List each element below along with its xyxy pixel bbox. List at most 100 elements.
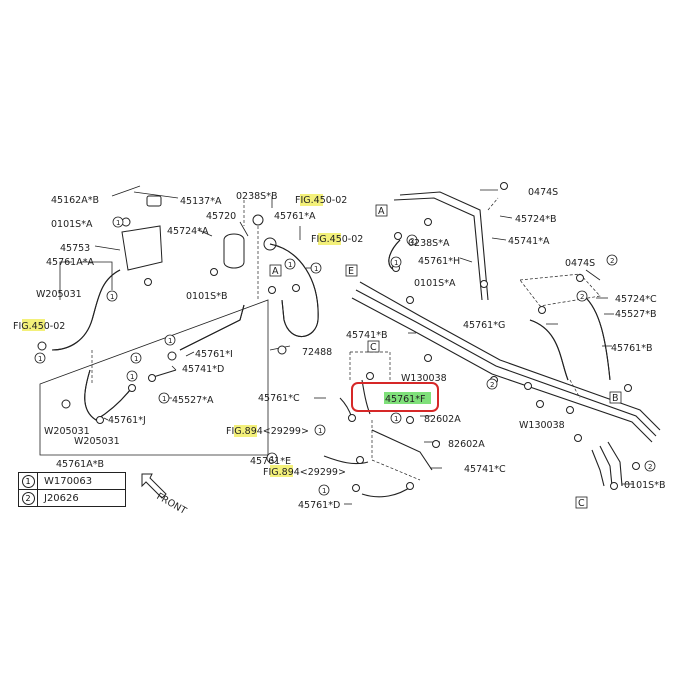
callout-num: 1: [270, 455, 274, 463]
hose-45761-d: [361, 485, 413, 498]
label-45527-b: 45527*B: [615, 309, 657, 320]
callout-num: 2: [410, 237, 414, 245]
label-0474s-1: 0474S: [528, 187, 558, 198]
label-45753: 45753: [60, 243, 90, 254]
label-fig894-1: FIG.894<29299>: [226, 426, 309, 437]
selected-part-callout: [351, 382, 439, 412]
label-0101s-a-2: 0101S*A: [414, 278, 456, 289]
label-0101s-b: 0101S*B: [186, 291, 227, 302]
label-45761-e: 45761*E: [250, 456, 291, 467]
label-45741-c: 45741*C: [464, 464, 506, 475]
ref-letter-e: E: [348, 266, 354, 277]
legend-key: 1: [19, 473, 38, 489]
pipe-bundle-45741: [351, 191, 661, 487]
label-fig450-3: FIG.450-02: [311, 234, 363, 245]
legend-row-2: 2 J20626: [19, 490, 125, 506]
callout-num: 1: [394, 415, 398, 423]
callout-num: 2: [648, 463, 652, 471]
label-45724-a: 45724*A: [167, 226, 209, 237]
label-w205031-a: W205031: [36, 289, 82, 300]
callout-num: 2: [580, 293, 584, 301]
reference-letter-boxes: [269, 204, 622, 509]
hose-45761-i-inner: [179, 304, 245, 351]
label-45761-i: 45761*I: [195, 349, 233, 360]
fig-highlight-5: [270, 465, 293, 477]
callout-num: 2: [610, 257, 614, 265]
clamps-and-bolts: [37, 182, 640, 492]
label-fig450-1: FIG.450-02: [13, 321, 65, 332]
hose-45761a-a: [51, 269, 121, 351]
fig-highlight-2: [300, 194, 323, 206]
callout-num: 2: [490, 381, 494, 389]
label-w205031-c: W205031: [74, 436, 120, 447]
front-label: FRONT: [155, 491, 189, 517]
label-82602a-2: 82602A: [448, 439, 485, 450]
callout-num: 1: [134, 355, 138, 363]
filler-neck: [223, 214, 277, 269]
label-45761-g: 45761*G: [463, 320, 505, 331]
part-highlight: [384, 392, 431, 404]
hose-45761-g: [529, 319, 569, 381]
callout-num: 1: [394, 259, 398, 267]
ref-letter-c-2: C: [578, 498, 585, 509]
fastener-legend: 1 W170063 2 J20626: [18, 472, 126, 507]
label-45761a-a: 45761A*A: [46, 257, 94, 268]
hose-45761-h-inner: [388, 239, 401, 271]
label-45724-c: 45724*C: [615, 294, 657, 305]
fig-highlight-1: [22, 319, 45, 331]
ref-letter-c-1: C: [370, 342, 377, 353]
label-45761-a: 45761*A: [274, 211, 316, 222]
callout-num: 1: [322, 487, 326, 495]
label-0238s-b: 0238S*B: [236, 191, 277, 202]
label-0101s-b-2: 0101S*B: [624, 480, 665, 491]
label-45761-j: 45761*J: [108, 415, 146, 426]
label-w130038-1: W130038: [401, 373, 447, 384]
label-45741-b: 45741*B: [346, 330, 388, 341]
callout-num: 1: [116, 219, 120, 227]
label-fig894-2: FIG.894<29299>: [263, 467, 346, 478]
leader-lines: [59, 189, 634, 505]
label-72488: 72488: [302, 347, 332, 358]
callout-num: 1: [38, 355, 42, 363]
front-arrow-icon: [141, 473, 167, 499]
callout-circles: [34, 216, 656, 496]
label-0474s-2: 0474S: [565, 258, 595, 269]
fig-highlight-3: [318, 233, 341, 245]
hose-45761-b-inner: [583, 295, 611, 381]
hose-45761-f: [361, 379, 371, 415]
hose-45761-g-inner: [529, 319, 569, 381]
callout-num: 1: [130, 373, 134, 381]
ref-letter-a-2: A: [272, 266, 279, 277]
legend-row-1: 1 W170063: [19, 473, 125, 490]
callout-num: 1: [314, 265, 318, 273]
label-45761-c: 45761*C: [258, 393, 300, 404]
label-fig450-2: FIG.450-02: [295, 195, 347, 206]
hose-45761-i: [179, 304, 245, 351]
callout-num: 1: [168, 337, 172, 345]
legend-key: 2: [19, 490, 38, 506]
ref-letter-b: B: [612, 393, 619, 404]
label-45741-d: 45741*D: [182, 364, 224, 375]
callout-num: 1: [162, 395, 166, 403]
hose-45761-a-inner: [269, 243, 319, 338]
label-45761a-b: 45761A*B: [56, 459, 104, 470]
label-0238s-a: 0238S*A: [408, 238, 450, 249]
label-45761-f: 45761*F: [385, 394, 425, 405]
callout-num: 1: [288, 261, 292, 269]
legend-value: W170063: [44, 475, 93, 487]
reservoir-tank: [111, 185, 163, 271]
label-45761-h: 45761*H: [418, 256, 460, 267]
label-45761-b: 45761*B: [611, 343, 653, 354]
hose-45761-e: [323, 455, 369, 465]
hose-45761-j-inner: [84, 369, 131, 421]
label-45741-a: 45741*A: [508, 236, 550, 247]
hose-45761a-a-inner: [51, 269, 121, 351]
pipe-45741-c: [371, 429, 433, 471]
label-45137-a: 45137*A: [180, 196, 222, 207]
label-45527-a: 45527*A: [172, 395, 214, 406]
label-w205031-b: W205031: [44, 426, 90, 437]
ref-letter-a-1: A: [378, 206, 385, 217]
label-45724-b: 45724*B: [515, 214, 557, 225]
label-45720: 45720: [206, 211, 236, 222]
